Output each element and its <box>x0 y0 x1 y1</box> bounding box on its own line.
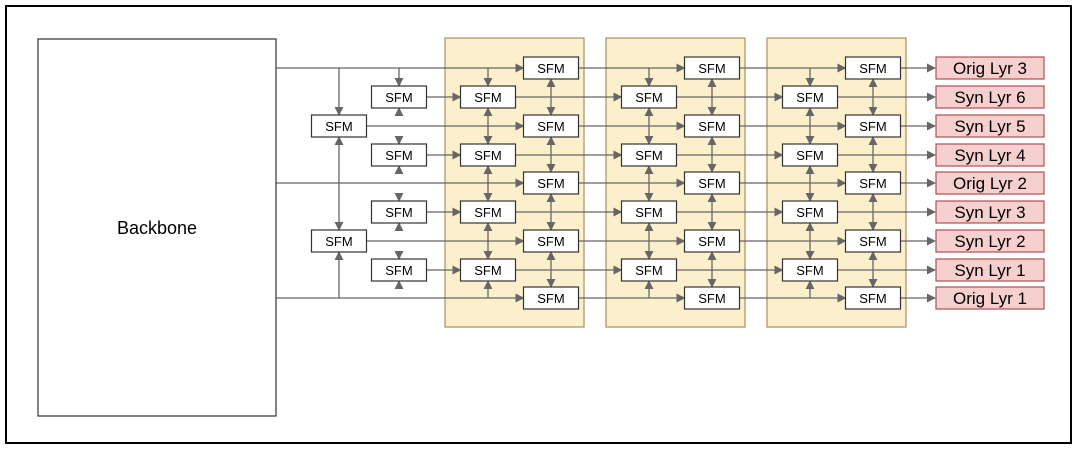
pre-sfm-b-3: SFM <box>370 200 428 224</box>
stage3-sfm-right-1-label: SFM <box>859 61 886 76</box>
stage3-sfm-left-4: SFM <box>781 258 839 282</box>
output-7: Syn Lyr 2 <box>935 229 1045 253</box>
stage1-sfm-right-3-label: SFM <box>537 176 564 191</box>
stage1-sfm-right-2-label: SFM <box>537 119 564 134</box>
stage3-sfm-right-2: SFM <box>844 114 902 138</box>
stage3-sfm-right-1: SFM <box>844 56 902 80</box>
output-8-label: Syn Lyr 1 <box>954 261 1025 280</box>
stage3-sfm-right-5: SFM <box>844 286 902 310</box>
stage3-sfm-right-4: SFM <box>844 229 902 253</box>
backbone-label: Backbone <box>117 218 197 238</box>
pre-sfm-b-1-label: SFM <box>385 90 412 105</box>
pre-sfm-a-2: SFM <box>310 229 368 253</box>
stage2-sfm-left-1-label: SFM <box>635 90 662 105</box>
stage1-sfm-right-1: SFM <box>522 56 580 80</box>
stage2-sfm-left-2: SFM <box>620 143 678 167</box>
stage2-sfm-left-4: SFM <box>620 258 678 282</box>
stage3-sfm-left-4-label: SFM <box>796 263 823 278</box>
output-5: Orig Lyr 2 <box>935 171 1045 195</box>
stage2-sfm-right-3: SFM <box>683 171 741 195</box>
output-4: Syn Lyr 4 <box>935 143 1045 167</box>
stage1-sfm-right-5-label: SFM <box>537 291 564 306</box>
stage3-sfm-left-1-label: SFM <box>796 90 823 105</box>
stage3-sfm-left-1: SFM <box>781 85 839 109</box>
stage1-sfm-right-1-label: SFM <box>537 61 564 76</box>
stage2-sfm-right-3-label: SFM <box>698 176 725 191</box>
stage1-sfm-left-1-label: SFM <box>474 90 501 105</box>
pre-sfm-b-3-label: SFM <box>385 205 412 220</box>
output-2: Syn Lyr 6 <box>935 85 1045 109</box>
output-2-label: Syn Lyr 6 <box>954 88 1025 107</box>
backbone-block: Backbone <box>37 38 277 417</box>
stage1-sfm-left-2: SFM <box>459 143 517 167</box>
stage3-sfm-left-3-label: SFM <box>796 205 823 220</box>
stage2-sfm-left-2-label: SFM <box>635 148 662 163</box>
pre-sfm-b-4: SFM <box>370 258 428 282</box>
output-8: Syn Lyr 1 <box>935 258 1045 282</box>
stage3-sfm-right-2-label: SFM <box>859 119 886 134</box>
output-6: Syn Lyr 3 <box>935 200 1045 224</box>
stage1-sfm-left-4-label: SFM <box>474 263 501 278</box>
stage2-sfm-right-5: SFM <box>683 286 741 310</box>
diagram-frame <box>5 5 1072 444</box>
output-5-label: Orig Lyr 2 <box>953 174 1027 193</box>
pre-sfm-b-2: SFM <box>370 143 428 167</box>
output-4-label: Syn Lyr 4 <box>954 146 1025 165</box>
stage2-sfm-right-4: SFM <box>683 229 741 253</box>
pre-sfm-a-2-label: SFM <box>325 234 352 249</box>
stage1-sfm-right-2: SFM <box>522 114 580 138</box>
stage1-sfm-left-1: SFM <box>459 85 517 109</box>
stage1-sfm-left-2-label: SFM <box>474 148 501 163</box>
stage2-sfm-right-1-label: SFM <box>698 61 725 76</box>
stage2-sfm-left-3-label: SFM <box>635 205 662 220</box>
stage3-sfm-right-3-label: SFM <box>859 176 886 191</box>
output-3-label: Syn Lyr 5 <box>954 117 1025 136</box>
stage1-sfm-left-3-label: SFM <box>474 205 501 220</box>
output-3: Syn Lyr 5 <box>935 114 1045 138</box>
stage3-sfm-left-2-label: SFM <box>796 148 823 163</box>
stage1-sfm-left-4: SFM <box>459 258 517 282</box>
stage3-sfm-right-4-label: SFM <box>859 234 886 249</box>
stage2-sfm-right-4-label: SFM <box>698 234 725 249</box>
output-1-label: Orig Lyr 3 <box>953 59 1027 78</box>
output-6-label: Syn Lyr 3 <box>954 203 1025 222</box>
stage3-sfm-left-3: SFM <box>781 200 839 224</box>
stage2-sfm-right-2: SFM <box>683 114 741 138</box>
output-9: Orig Lyr 1 <box>935 286 1045 310</box>
pre-sfm-a-1: SFM <box>310 114 368 138</box>
stage2-sfm-left-3: SFM <box>620 200 678 224</box>
stage3-sfm-right-5-label: SFM <box>859 291 886 306</box>
pre-sfm-b-2-label: SFM <box>385 148 412 163</box>
stage1-sfm-right-4: SFM <box>522 229 580 253</box>
stage2-sfm-left-4-label: SFM <box>635 263 662 278</box>
pre-sfm-a-1-label: SFM <box>325 119 352 134</box>
output-9-label: Orig Lyr 1 <box>953 289 1027 308</box>
stage3-sfm-left-2: SFM <box>781 143 839 167</box>
pre-sfm-b-1: SFM <box>370 85 428 109</box>
stage1-sfm-left-3: SFM <box>459 200 517 224</box>
stage2-sfm-right-5-label: SFM <box>698 291 725 306</box>
output-7-label: Syn Lyr 2 <box>954 232 1025 251</box>
stage3-sfm-right-3: SFM <box>844 171 902 195</box>
output-1: Orig Lyr 3 <box>935 56 1045 80</box>
stage2-sfm-left-1: SFM <box>620 85 678 109</box>
stage1-sfm-right-5: SFM <box>522 286 580 310</box>
stage2-sfm-right-1: SFM <box>683 56 741 80</box>
pre-sfm-b-4-label: SFM <box>385 263 412 278</box>
stage1-sfm-right-4-label: SFM <box>537 234 564 249</box>
stage1-sfm-right-3: SFM <box>522 171 580 195</box>
stage2-sfm-right-2-label: SFM <box>698 119 725 134</box>
